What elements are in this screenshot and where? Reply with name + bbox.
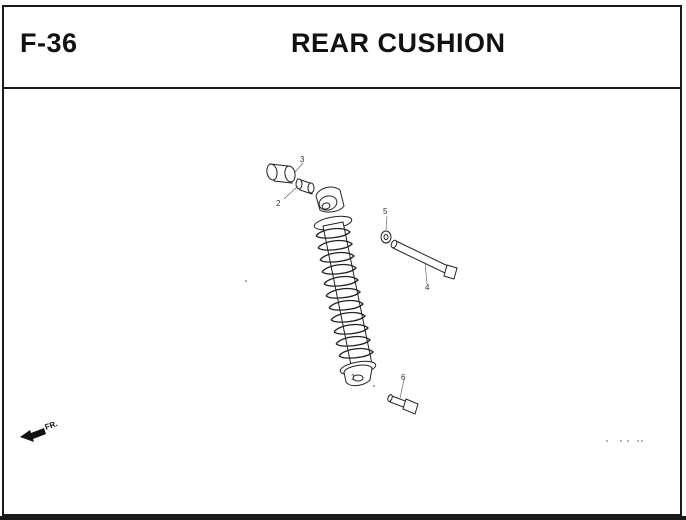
- callout-5: 5: [383, 207, 388, 216]
- lower-bolt[interactable]: [387, 394, 419, 415]
- callout-1: 1: [351, 373, 356, 382]
- bottom-border: [0, 516, 686, 520]
- mounting-bolt[interactable]: [390, 239, 458, 280]
- front-direction-arrow-icon: [20, 428, 46, 442]
- header-divider: [4, 87, 680, 89]
- callout-2: 2: [276, 199, 281, 208]
- bushing-part[interactable]: [266, 163, 297, 184]
- leader-lines: [283, 162, 428, 399]
- collar-part[interactable]: [295, 178, 315, 195]
- washer-part[interactable]: [380, 230, 392, 244]
- page-code: F-36: [20, 28, 78, 58]
- page-title: REAR CUSHION: [291, 28, 506, 58]
- callout-4: 4: [425, 283, 430, 292]
- scan-specks: [245, 280, 643, 442]
- diagram-frame: [2, 5, 682, 516]
- direction-label: FR.: [44, 419, 59, 432]
- callout-3: 3: [300, 155, 305, 164]
- rear-shock-absorber[interactable]: [313, 186, 377, 387]
- callout-6: 6: [401, 373, 406, 382]
